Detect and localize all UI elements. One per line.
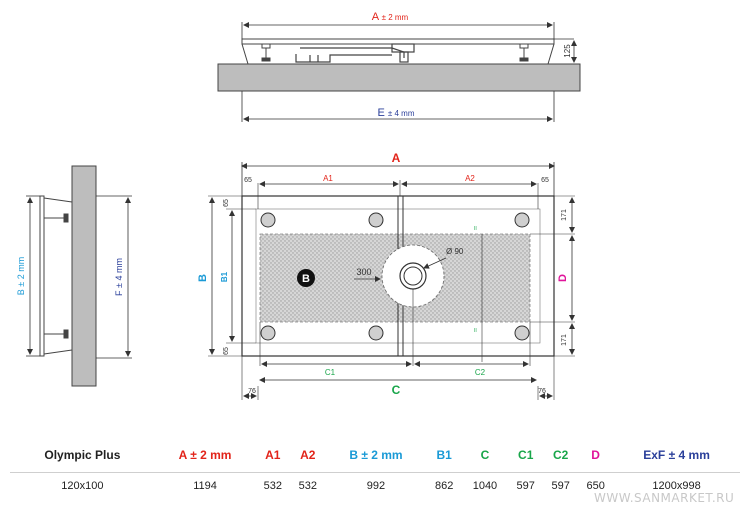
table-cell: 597 bbox=[551, 480, 570, 492]
dim-171-bottom: 171 bbox=[561, 334, 568, 346]
dim-d-label: D bbox=[557, 274, 569, 282]
tray-legs bbox=[261, 43, 529, 62]
diam-90-label: Ø 90 bbox=[446, 247, 464, 256]
table-cell: 862 bbox=[434, 480, 454, 492]
table-cell: 1200x998 bbox=[652, 480, 701, 492]
dim-300-label: 300 bbox=[356, 267, 371, 277]
table-header-cell: C2 bbox=[543, 438, 579, 473]
table-cell: 532 bbox=[263, 480, 282, 492]
dim-e-label: E ± 4 mm bbox=[377, 107, 414, 119]
table-header-cell: A1 bbox=[255, 438, 291, 473]
table-cell: 650 bbox=[586, 480, 605, 492]
table-header-cell: B1 bbox=[426, 438, 462, 473]
dim-a2-label: A2 bbox=[465, 174, 475, 183]
margin-65-bottom: 65 bbox=[223, 347, 230, 355]
foot-icon bbox=[260, 325, 276, 341]
table-header-cell: C1 bbox=[508, 438, 544, 473]
section-b-marker bbox=[297, 269, 315, 287]
foot-icon bbox=[368, 212, 384, 228]
margin-76-right: 76 bbox=[538, 388, 546, 395]
watermark: WWW.SANMARKET.RU bbox=[594, 491, 735, 505]
margin-65-right: 65 bbox=[541, 177, 549, 184]
tray-plate-side bbox=[39, 195, 45, 357]
plan-view: II II B 300 Ø 90 A A1 A2 65 65 B B1 bbox=[197, 151, 575, 400]
wall-slab bbox=[71, 165, 97, 387]
tray-plate bbox=[241, 38, 555, 45]
table-cell: 1040 bbox=[472, 480, 498, 492]
foot-icon bbox=[514, 212, 530, 228]
svg-text:II: II bbox=[474, 226, 477, 232]
technical-drawing: A ± 2 mm 125 E ± 4 mm B ± 2 mm F ± 4 mm bbox=[16, 11, 581, 400]
dim-c2-label: C2 bbox=[475, 368, 486, 377]
margin-65-left: 65 bbox=[244, 177, 252, 184]
drain-pipe bbox=[295, 43, 415, 63]
table-cell: 120x100 bbox=[61, 480, 104, 492]
table-header-cell: A2 bbox=[290, 438, 326, 473]
table-header-cell: ExF ± 4 mm bbox=[613, 438, 740, 473]
dim-b1-label: B1 bbox=[220, 271, 229, 282]
spec-table-body: 120x100 1194 532 532 992 862 1040 597 597 650 1200… bbox=[10, 473, 740, 500]
table-header-cell: C bbox=[461, 438, 509, 473]
table-cell: 532 bbox=[298, 480, 317, 492]
table-cell: 1194 bbox=[193, 480, 217, 492]
tray-feet bbox=[260, 212, 530, 341]
dim-171-top: 171 bbox=[561, 209, 568, 221]
drain-inner-ring bbox=[403, 266, 423, 286]
side-view: B ± 2 mm F ± 4 mm bbox=[16, 165, 132, 387]
foot-icon bbox=[514, 325, 530, 341]
dim-a-label: A ± 2 mm bbox=[372, 11, 409, 23]
table-header-cell: Olympic Plus bbox=[10, 438, 155, 473]
table-header-cell: D bbox=[578, 438, 614, 473]
table-cell: 597 bbox=[516, 480, 535, 492]
dim-a1-label: A1 bbox=[323, 174, 333, 183]
dim-c1-label: C1 bbox=[325, 368, 336, 377]
dim-f-label: F ± 4 mm bbox=[114, 258, 124, 296]
floor-slab bbox=[217, 63, 581, 92]
section-b-label: B bbox=[302, 273, 310, 285]
table-header-cell: A ± 2 mm bbox=[154, 438, 256, 473]
svg-text:II: II bbox=[474, 328, 477, 334]
side-legs bbox=[44, 213, 69, 339]
dim-b-plan-label: B bbox=[197, 274, 209, 282]
foot-icon bbox=[260, 212, 276, 228]
top-view: A ± 2 mm 125 E ± 4 mm bbox=[217, 11, 581, 122]
table-row: 120x100 1194 532 532 992 862 1040 597 597 650 1200… bbox=[10, 473, 740, 500]
dim-b-side-label: B ± 2 mm bbox=[16, 257, 26, 295]
table-header-cell: B ± 2 mm bbox=[325, 438, 427, 473]
dim-a-plan-label: A bbox=[392, 151, 401, 165]
margin-76-left: 76 bbox=[248, 388, 256, 395]
margin-65-top: 65 bbox=[223, 199, 230, 207]
foot-icon bbox=[368, 325, 384, 341]
dim-c-label: C bbox=[392, 383, 401, 397]
dim-125-label: 125 bbox=[563, 44, 572, 58]
table-cell: 992 bbox=[366, 480, 386, 492]
